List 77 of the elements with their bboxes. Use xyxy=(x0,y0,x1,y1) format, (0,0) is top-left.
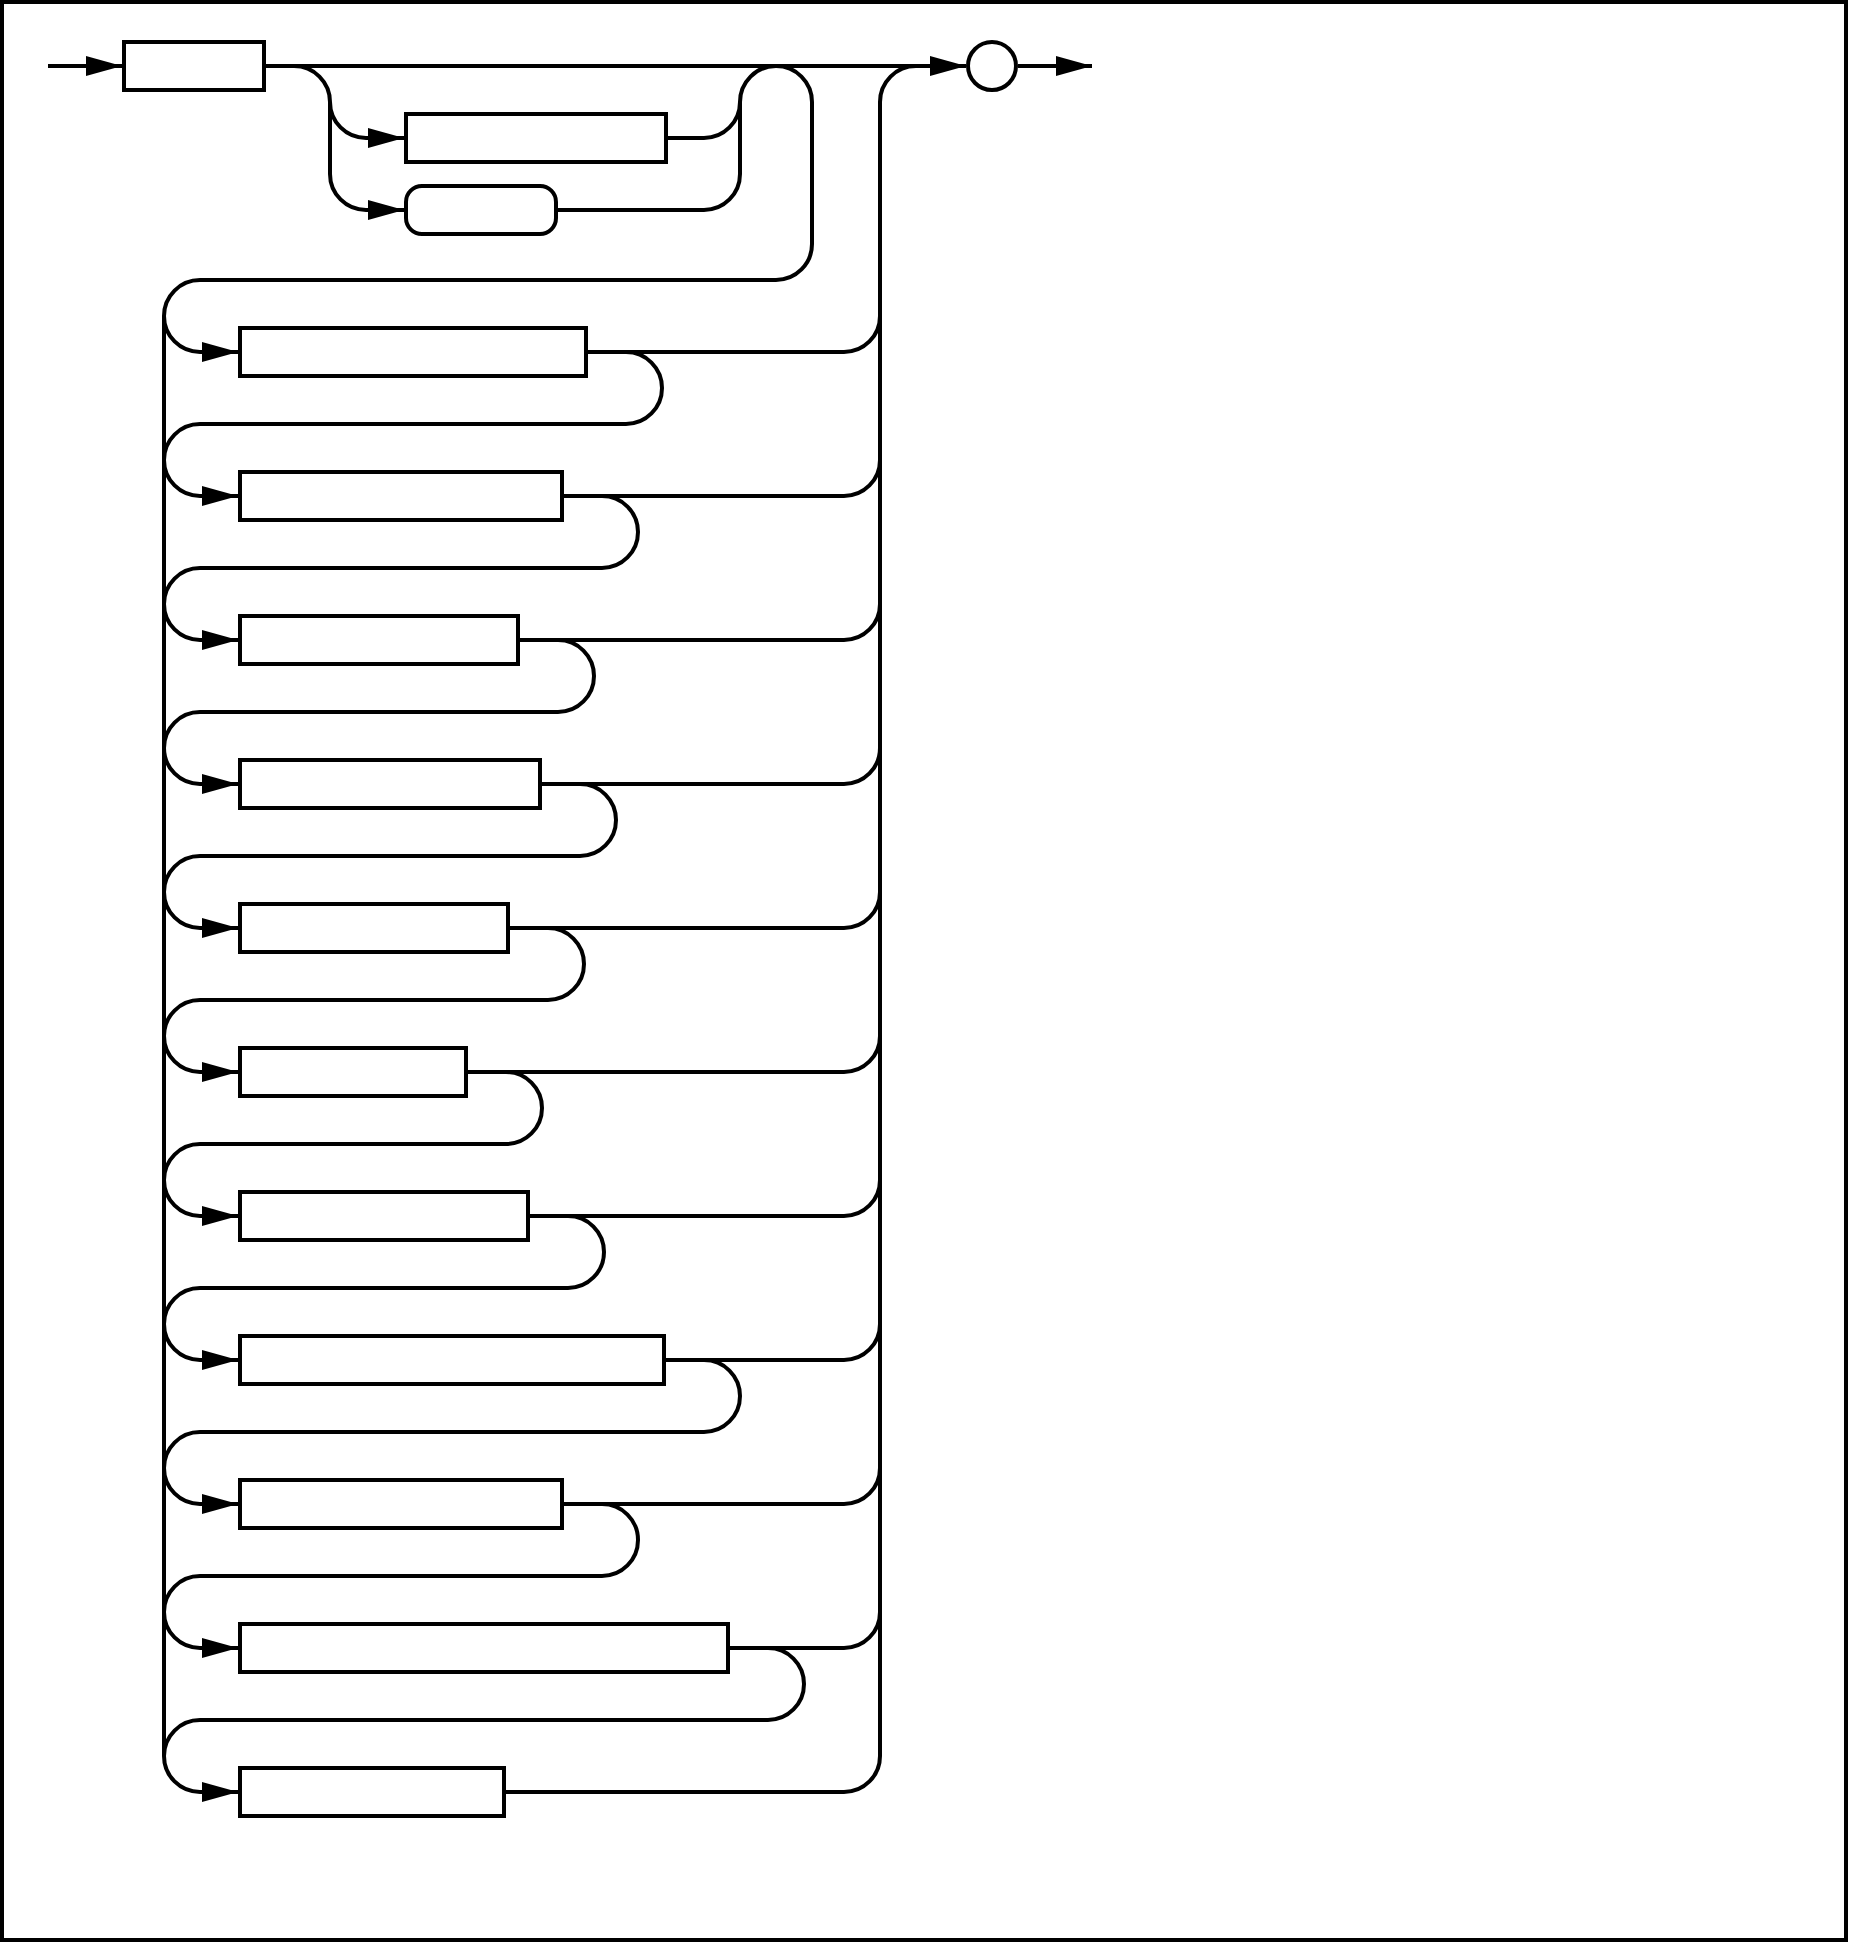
connector-line xyxy=(162,64,814,317)
connector-line xyxy=(162,748,166,892)
connector-line xyxy=(162,1324,166,1468)
connector-line xyxy=(878,1612,882,1756)
connector-line xyxy=(530,1214,568,1218)
nonterminal-box xyxy=(238,1190,530,1242)
connector-line xyxy=(878,748,882,892)
connector-line xyxy=(564,494,602,498)
connector-line xyxy=(544,1755,882,1794)
nonterminal-box xyxy=(238,1766,506,1818)
nonterminal-box xyxy=(238,902,510,954)
nonterminal-box xyxy=(238,470,564,522)
connector-line xyxy=(878,604,882,748)
terminal-box xyxy=(404,184,558,236)
arrow xyxy=(916,56,966,76)
connector-line xyxy=(506,1790,544,1794)
connector-line xyxy=(768,1611,882,1650)
connector-line xyxy=(738,64,777,103)
connector-line xyxy=(602,1467,882,1506)
nonterminal-box xyxy=(404,112,668,164)
connector-line xyxy=(468,1070,506,1074)
nonterminal-box xyxy=(238,326,588,378)
connector-line xyxy=(162,494,640,605)
connector-line xyxy=(162,1036,166,1180)
connector-line xyxy=(294,64,776,68)
connector-line xyxy=(878,64,917,316)
connector-line xyxy=(162,782,618,893)
connector-line xyxy=(162,926,586,1037)
connector-line xyxy=(162,604,166,748)
nonterminal-box xyxy=(238,1622,730,1674)
connector-line xyxy=(162,638,596,749)
connector-line xyxy=(878,316,882,460)
arrow xyxy=(48,56,122,76)
connector-line xyxy=(558,603,882,642)
connector-line xyxy=(520,638,558,642)
connector-line xyxy=(542,782,580,786)
connector-line xyxy=(776,64,916,68)
connector-line xyxy=(162,892,166,1036)
connector-line xyxy=(626,315,882,354)
connector-line xyxy=(666,1358,704,1362)
connector-line xyxy=(548,891,882,930)
arrow xyxy=(1018,56,1092,76)
connector-line xyxy=(588,350,626,354)
connector-line xyxy=(730,1646,768,1650)
connector-line xyxy=(878,892,882,1036)
connector-line xyxy=(510,926,548,930)
arrow xyxy=(328,102,404,220)
connector-line xyxy=(162,316,166,460)
connector-line xyxy=(162,350,664,461)
connector-line xyxy=(878,1324,882,1468)
nonterminal-box xyxy=(238,1334,666,1386)
connector-line xyxy=(162,1180,166,1324)
connector-line xyxy=(162,1502,640,1613)
connector-line xyxy=(266,64,294,68)
connector-line xyxy=(568,1179,882,1218)
connector-line xyxy=(162,1612,166,1756)
nonterminal-box xyxy=(238,1046,468,1098)
connector-line xyxy=(162,1214,606,1325)
connector-line xyxy=(162,1358,742,1469)
connector-line xyxy=(162,1468,166,1612)
connector-line xyxy=(558,102,742,212)
connector-line xyxy=(878,1036,882,1180)
connector-line xyxy=(162,460,166,604)
connector-line xyxy=(162,1070,544,1181)
arrow xyxy=(162,1755,238,1802)
nonterminal-box xyxy=(238,758,542,810)
nonterminal-box xyxy=(238,1478,564,1530)
connector-line xyxy=(506,1035,882,1074)
connector-line xyxy=(564,1502,602,1506)
nonterminal-box xyxy=(122,40,266,92)
connector-line xyxy=(878,1180,882,1324)
connector-line xyxy=(878,460,882,604)
connector-line xyxy=(602,459,882,498)
nonterminal-box xyxy=(238,614,520,666)
connector-line xyxy=(704,1323,882,1362)
connector-line xyxy=(162,1646,806,1757)
connector-line xyxy=(878,1468,882,1612)
